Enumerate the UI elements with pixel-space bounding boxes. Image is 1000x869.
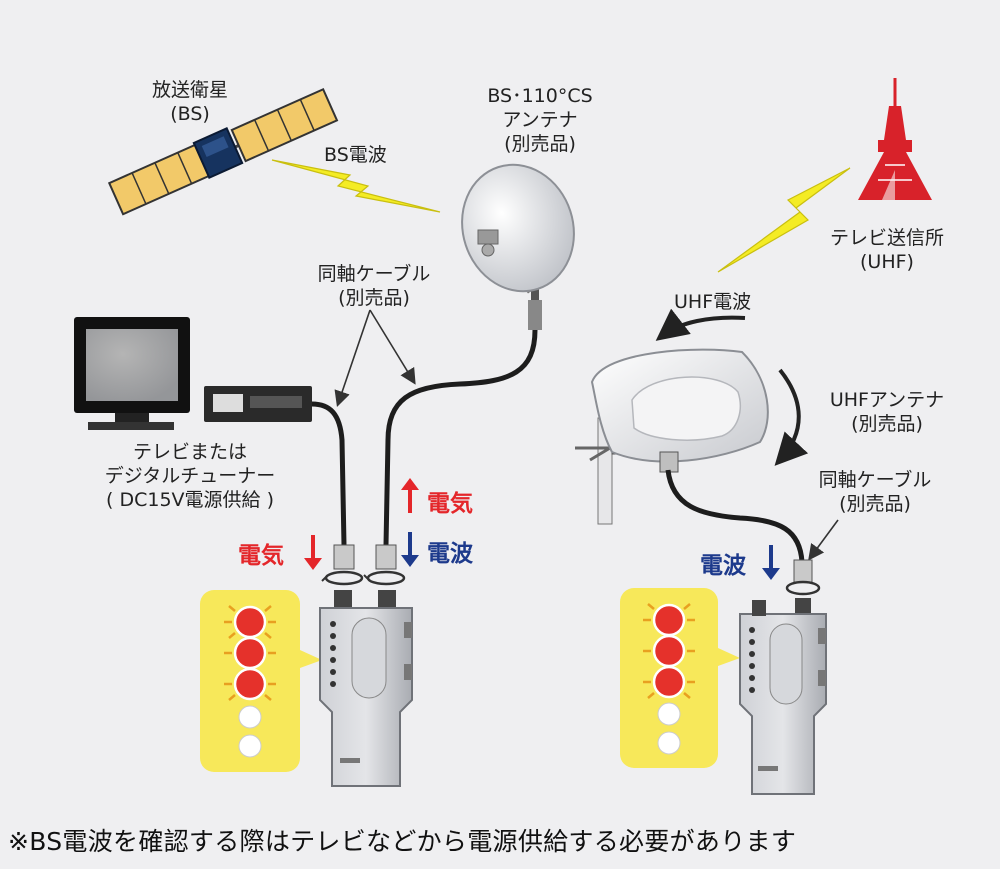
led-lit-3 [224, 667, 276, 701]
bs-antenna-icon [461, 163, 575, 330]
uhf-rotation-arrow-side [774, 368, 809, 466]
power-label-right: 電気 [427, 491, 473, 517]
bs-antenna-label-line2: アンテナ [502, 109, 578, 131]
footnote: ※BS電波を確認する際はテレビなどから電源供給する必要があります [8, 827, 797, 856]
satellite-label-line2: (BS) [170, 103, 210, 125]
uhf-antenna-label-line2: (別売品) [851, 413, 923, 435]
right-connector-icon [785, 559, 821, 616]
tuner-icon [204, 386, 312, 422]
led-panel-left [200, 590, 322, 772]
wave-label-left: 電波 [427, 541, 473, 567]
bs-wave-label: BS電波 [324, 144, 387, 166]
bs-antenna-label-line1: BS･110°CS [487, 85, 593, 107]
led-panel-right [620, 588, 740, 768]
left-connectors-icon [321, 544, 406, 610]
wave-label-right: 電波 [700, 553, 746, 579]
tv-label-line3: ( DC15V電源供給 ) [106, 489, 274, 511]
bs-antenna-label: BS･110°CS アンテナ (別売品) [455, 84, 625, 156]
uhf-wave-label: UHF電波 [674, 291, 752, 313]
uhf-rotation-arrow-top [655, 308, 746, 341]
tower-label-line2: (UHF) [860, 251, 914, 273]
led-off-1-right [657, 702, 681, 726]
checker-meter-left [319, 607, 413, 787]
tv-tower-icon [858, 78, 932, 200]
wave-down-arrow-left [401, 532, 419, 567]
coax-left-label-line1: 同軸ケーブル [317, 263, 431, 285]
uhf-antenna-label-line1: UHFアンテナ [829, 389, 945, 411]
tower-label-line1: テレビ送信所 [829, 227, 944, 249]
uhf-antenna-icon [575, 348, 769, 525]
tv-label-line2: デジタルチューナー [104, 465, 276, 487]
satellite-label-line1: 放送衛星 [151, 79, 228, 101]
tv-label: テレビまたは デジタルチューナー ( DC15V電源供給 ) [80, 440, 300, 512]
coax-cable-tuner [311, 401, 347, 546]
uhf-wave-lightning-icon [717, 167, 851, 273]
coax-left-label-line2: (別売品) [338, 287, 410, 309]
tower-label: テレビ送信所 (UHF) [822, 226, 952, 274]
satellite-icon [107, 87, 339, 216]
tv-icon [74, 317, 190, 430]
led-off-2 [238, 734, 262, 758]
power-up-arrow [401, 478, 419, 513]
coax-right-label-line1: 同軸ケーブル [818, 469, 932, 491]
power-label-left: 電気 [238, 543, 284, 569]
bs-antenna-label-line3: (別売品) [504, 133, 576, 155]
coax-cable-uhf [665, 469, 805, 563]
power-down-arrow-left [304, 535, 322, 570]
coax-cable-bs [383, 329, 538, 546]
satellite-label: 放送衛星 (BS) [140, 78, 240, 126]
wave-down-arrow-right [762, 545, 780, 580]
led-lit-3-right [643, 665, 695, 699]
tv-label-line1: テレビまたは [132, 441, 247, 463]
uhf-antenna-label: UHFアンテナ (別売品) [812, 388, 962, 436]
led-off-1 [238, 705, 262, 729]
bs-wave-lightning-icon [271, 159, 441, 213]
checker-meter-right [739, 600, 827, 795]
led-lit-1 [224, 605, 276, 639]
coax-right-label: 同軸ケーブル (別売品) [800, 468, 950, 516]
led-off-2-right [657, 731, 681, 755]
coax-left-label: 同軸ケーブル (別売品) [304, 262, 444, 310]
coax-right-label-line2: (別売品) [839, 493, 911, 515]
